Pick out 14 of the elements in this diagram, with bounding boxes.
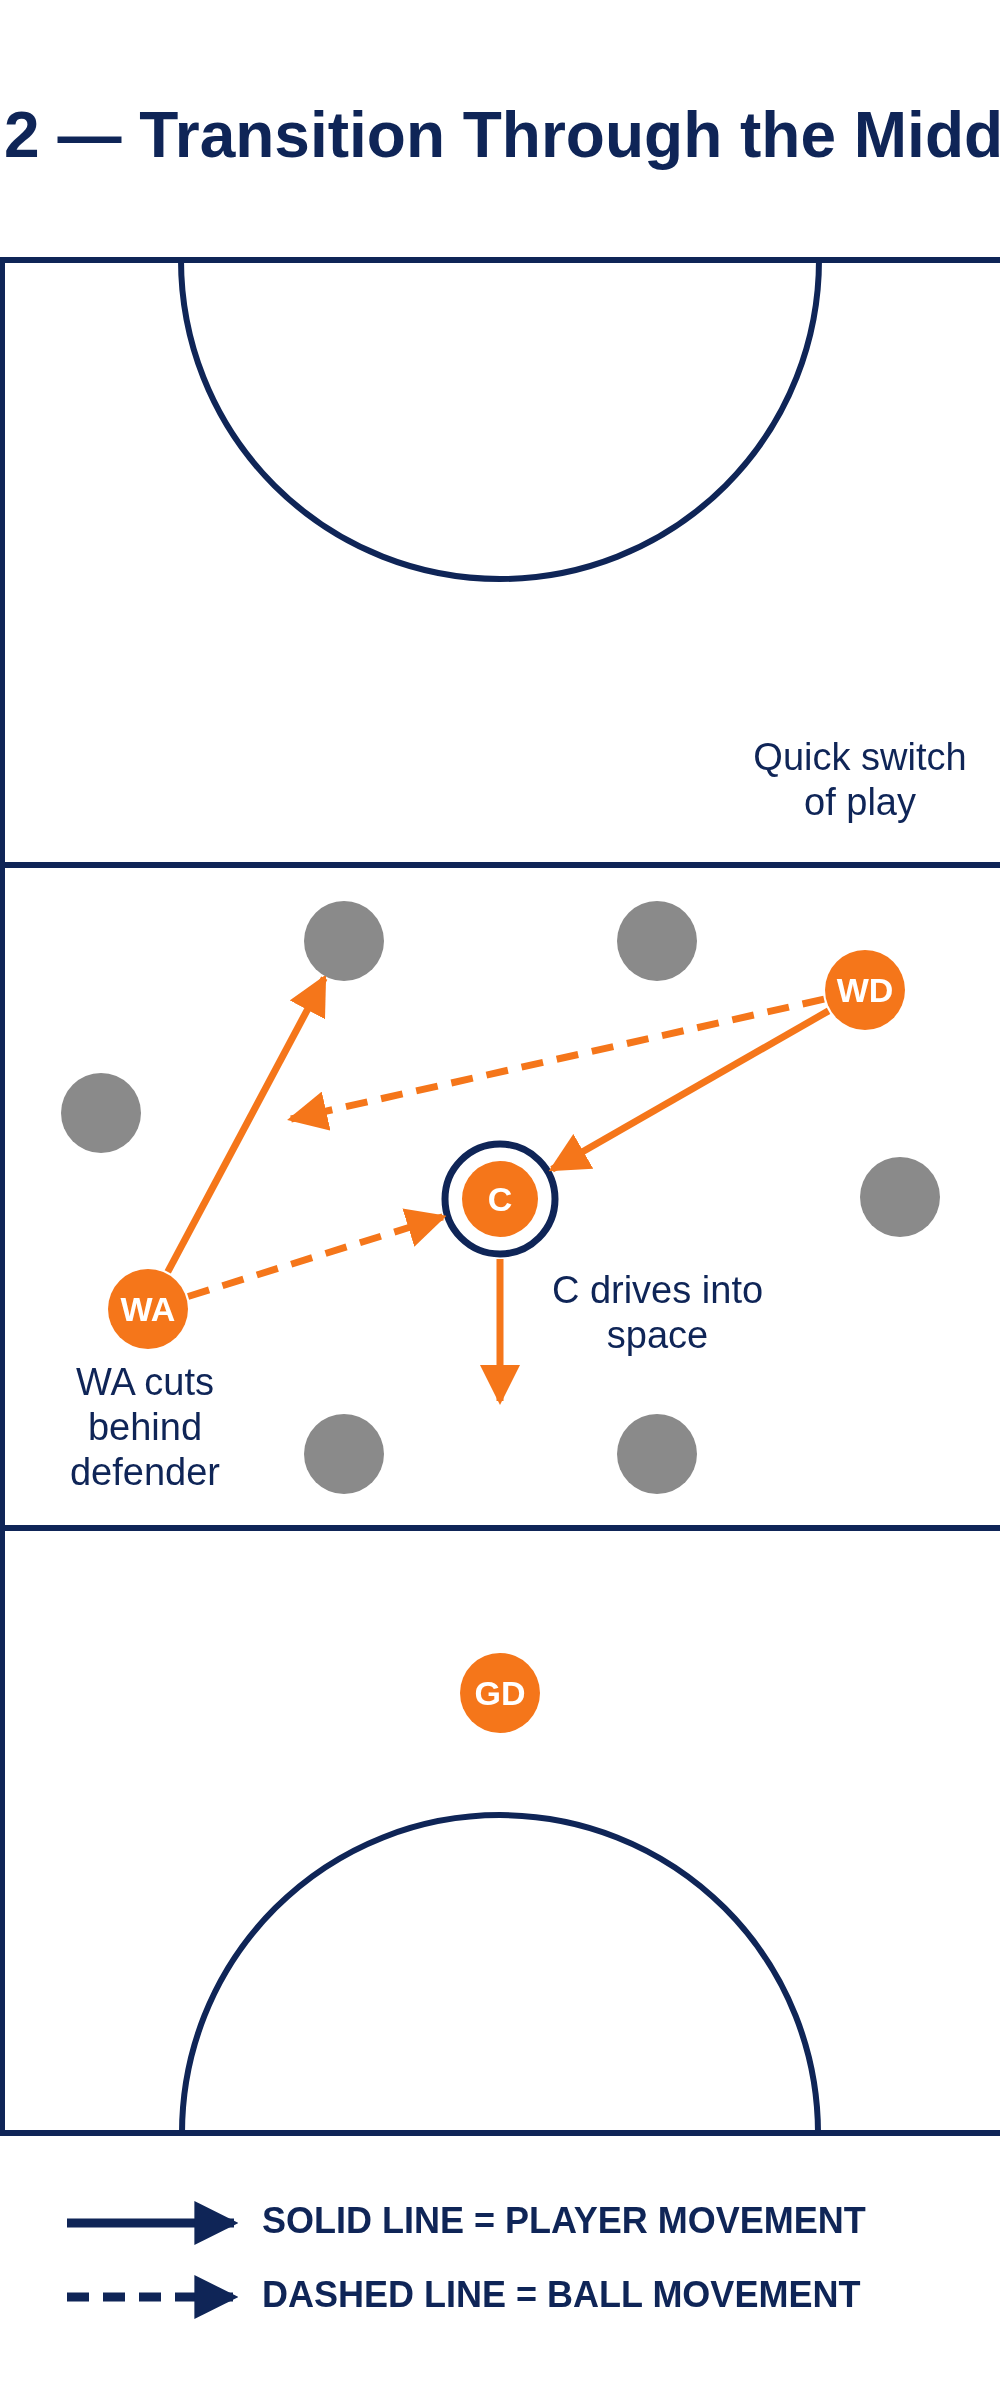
note-text: Quick switch of play [752,735,968,825]
player-note: WA cuts behind defender [69,1360,221,1495]
player-run-arrow [164,974,328,1274]
title: 2 — Transition Through the Midd [4,98,1000,173]
legend-label: DASHED LINE = BALL MOVEMENT [262,2274,861,2317]
player-marker: C [462,1161,538,1237]
ball-pass-arrow [287,995,825,1131]
ball-pass-arrow [187,1208,447,1300]
legend-label: SOLID LINE = PLAYER MOVEMENT [262,2200,866,2243]
player-marker: WA [108,1269,188,1349]
player-marker: GD [460,1653,540,1733]
player-note: C drives into space [550,1268,765,1358]
player-marker: WD [825,950,905,1030]
player-run-arrow [548,1007,831,1173]
